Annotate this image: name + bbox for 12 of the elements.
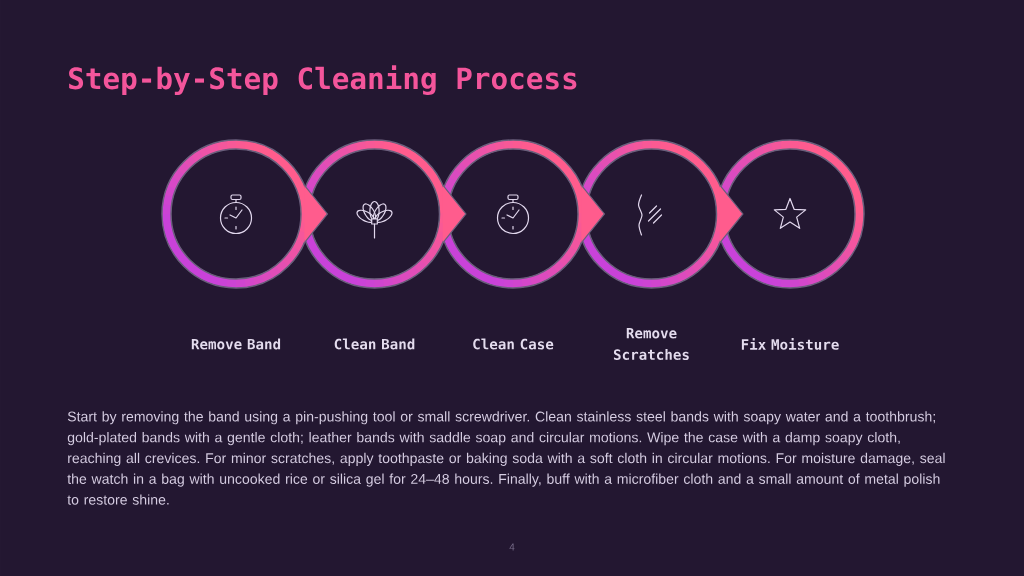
pointer-arrow bbox=[719, 184, 744, 244]
page-number: 4 bbox=[509, 543, 515, 551]
step-label: Remove Band bbox=[191, 338, 281, 350]
step-label: Clean Case bbox=[473, 338, 554, 350]
step-label: Fix Moisture bbox=[741, 338, 839, 350]
pointer-arrow bbox=[442, 184, 467, 244]
step-label: Clean Band bbox=[334, 338, 415, 350]
paragraph: Start by removing the band using a pin-pushing tool or small screwdriver. Clean stainless steel bands with soapy water and a toothbrush; gold-plated bands with a gentle cloth; leather bands with saddle soap and circular motions. Wipe the case with a damp soapy cloth, reaching all crevices. For minor scratches, apply toothpaste or baking soda with a soft cloth in circular motions. For moisture damage, seal the watch in a bag with uncooked rice or silica gel for 24–48 hours. Finally, buff with a microfiber cloth and a small amount of metal polish to restore shine. bbox=[67, 411, 945, 505]
step-label: Remove Scratches bbox=[613, 327, 689, 360]
pointer-arrow bbox=[303, 184, 329, 244]
pointer-arrow bbox=[580, 184, 606, 244]
title: Step-by-Step Cleaning Process bbox=[69, 65, 577, 96]
